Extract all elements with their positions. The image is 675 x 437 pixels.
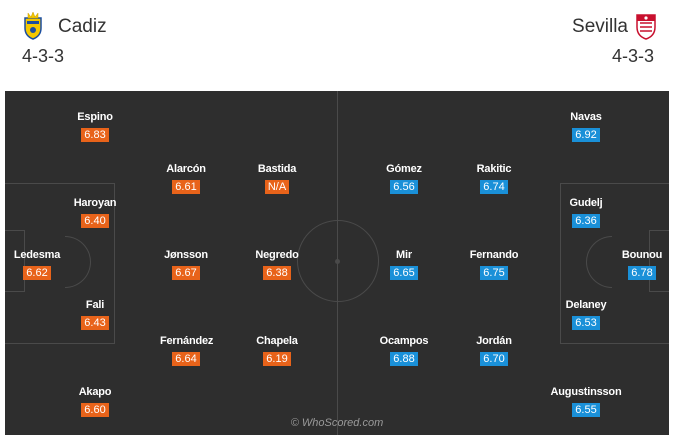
player-rating-badge: 6.56 xyxy=(390,180,418,194)
player-name: Ocampos xyxy=(379,335,429,347)
player-name: Jordán xyxy=(476,335,512,347)
cadiz-crest-icon xyxy=(24,12,42,40)
player-card[interactable]: Jordán 6.70 xyxy=(468,335,520,367)
player-name: Alarcón xyxy=(166,163,206,175)
sevilla-crest-icon xyxy=(636,14,656,40)
player-rating-badge: 6.88 xyxy=(390,352,418,366)
player-card[interactable]: Fernández 6.64 xyxy=(160,335,214,367)
player-name: Navas xyxy=(570,111,602,123)
player-card[interactable]: Bastida N/A xyxy=(251,163,303,195)
player-card[interactable]: Ledesma 6.62 xyxy=(11,249,63,281)
player-card[interactable]: Augustinsson 6.55 xyxy=(540,386,632,418)
player-rating-badge: 6.62 xyxy=(23,266,51,280)
player-rating-badge: 6.60 xyxy=(81,403,109,417)
player-card[interactable]: Mir 6.65 xyxy=(378,249,430,281)
player-card[interactable]: Espino 6.83 xyxy=(69,111,121,143)
player-rating-badge: 6.61 xyxy=(172,180,200,194)
player-rating-badge: 6.78 xyxy=(628,266,656,280)
player-rating-badge: 6.38 xyxy=(263,266,291,280)
player-card[interactable]: Gómez 6.56 xyxy=(378,163,430,195)
home-penalty-box xyxy=(5,183,115,344)
watermark: © WhoScored.com xyxy=(290,417,384,429)
player-card[interactable]: Fali 6.43 xyxy=(69,299,121,331)
player-rating-badge: 6.92 xyxy=(572,128,600,142)
player-card[interactable]: Rakitic 6.74 xyxy=(468,163,520,195)
match-header: Cadiz 4-3-3 Sevilla 4-3-3 xyxy=(0,0,675,90)
player-card[interactable]: Alarcón 6.61 xyxy=(160,163,212,195)
player-card[interactable]: Navas 6.92 xyxy=(560,111,612,143)
player-card[interactable]: Haroyan 6.40 xyxy=(69,197,121,229)
player-name: Bastida xyxy=(257,163,297,175)
player-name: Fernando xyxy=(469,249,519,261)
away-penalty-box xyxy=(560,183,669,344)
player-card[interactable]: Chapela 6.19 xyxy=(251,335,303,367)
player-name: Augustinsson xyxy=(550,386,622,398)
player-name: Bounou xyxy=(621,249,663,261)
player-rating-badge: 6.65 xyxy=(390,266,418,280)
center-spot xyxy=(335,259,340,264)
home-team-name: Cadiz xyxy=(58,16,107,37)
player-card[interactable]: Jønsson 6.67 xyxy=(160,249,212,281)
player-card[interactable]: Bounou 6.78 xyxy=(616,249,668,281)
player-rating-badge: 6.53 xyxy=(572,316,600,330)
player-name: Fernández xyxy=(160,335,214,347)
player-rating-badge: 6.19 xyxy=(263,352,291,366)
player-rating-badge: 6.67 xyxy=(172,266,200,280)
away-six-yard-box xyxy=(649,230,669,292)
player-rating-badge: 6.74 xyxy=(480,180,508,194)
player-rating-badge: 6.83 xyxy=(81,128,109,142)
player-name: Espino xyxy=(77,111,113,123)
player-name: Haroyan xyxy=(73,197,117,209)
player-name: Ledesma xyxy=(13,249,61,261)
player-rating-badge: 6.40 xyxy=(81,214,109,228)
player-rating-badge: 6.64 xyxy=(172,352,200,366)
player-rating-badge: 6.70 xyxy=(480,352,508,366)
center-circle xyxy=(297,220,379,302)
home-formation: 4-3-3 xyxy=(22,46,65,66)
home-six-yard-box xyxy=(5,230,25,292)
player-name: Mir xyxy=(396,249,412,261)
player-name: Fali xyxy=(85,299,105,311)
player-name: Jønsson xyxy=(164,249,208,261)
player-card[interactable]: Negredo 6.38 xyxy=(251,249,303,281)
player-name: Akapo xyxy=(78,386,112,398)
away-team-name: Sevilla xyxy=(572,16,628,37)
player-card[interactable]: Fernando 6.75 xyxy=(468,249,520,281)
player-name: Negredo xyxy=(255,249,299,261)
player-name: Rakitic xyxy=(476,163,512,175)
player-name: Gómez xyxy=(386,163,422,175)
player-card[interactable]: Akapo 6.60 xyxy=(69,386,121,418)
away-formation: 4-3-3 xyxy=(611,46,654,66)
pitch: Espino 6.83 Alarcón 6.61 Bastida N/A Har… xyxy=(5,91,669,435)
player-rating-badge: 6.43 xyxy=(81,316,109,330)
player-card[interactable]: Gudelj 6.36 xyxy=(560,197,612,229)
player-rating-badge: 6.55 xyxy=(572,403,600,417)
player-name: Chapela xyxy=(256,335,298,347)
player-rating-badge: 6.36 xyxy=(572,214,600,228)
player-name: Gudelj xyxy=(569,197,603,209)
player-rating-badge: 6.75 xyxy=(480,266,508,280)
player-card[interactable]: Delaney 6.53 xyxy=(560,299,612,331)
player-card[interactable]: Ocampos 6.88 xyxy=(378,335,430,367)
player-name: Delaney xyxy=(565,299,607,311)
player-rating-badge: N/A xyxy=(264,180,290,194)
